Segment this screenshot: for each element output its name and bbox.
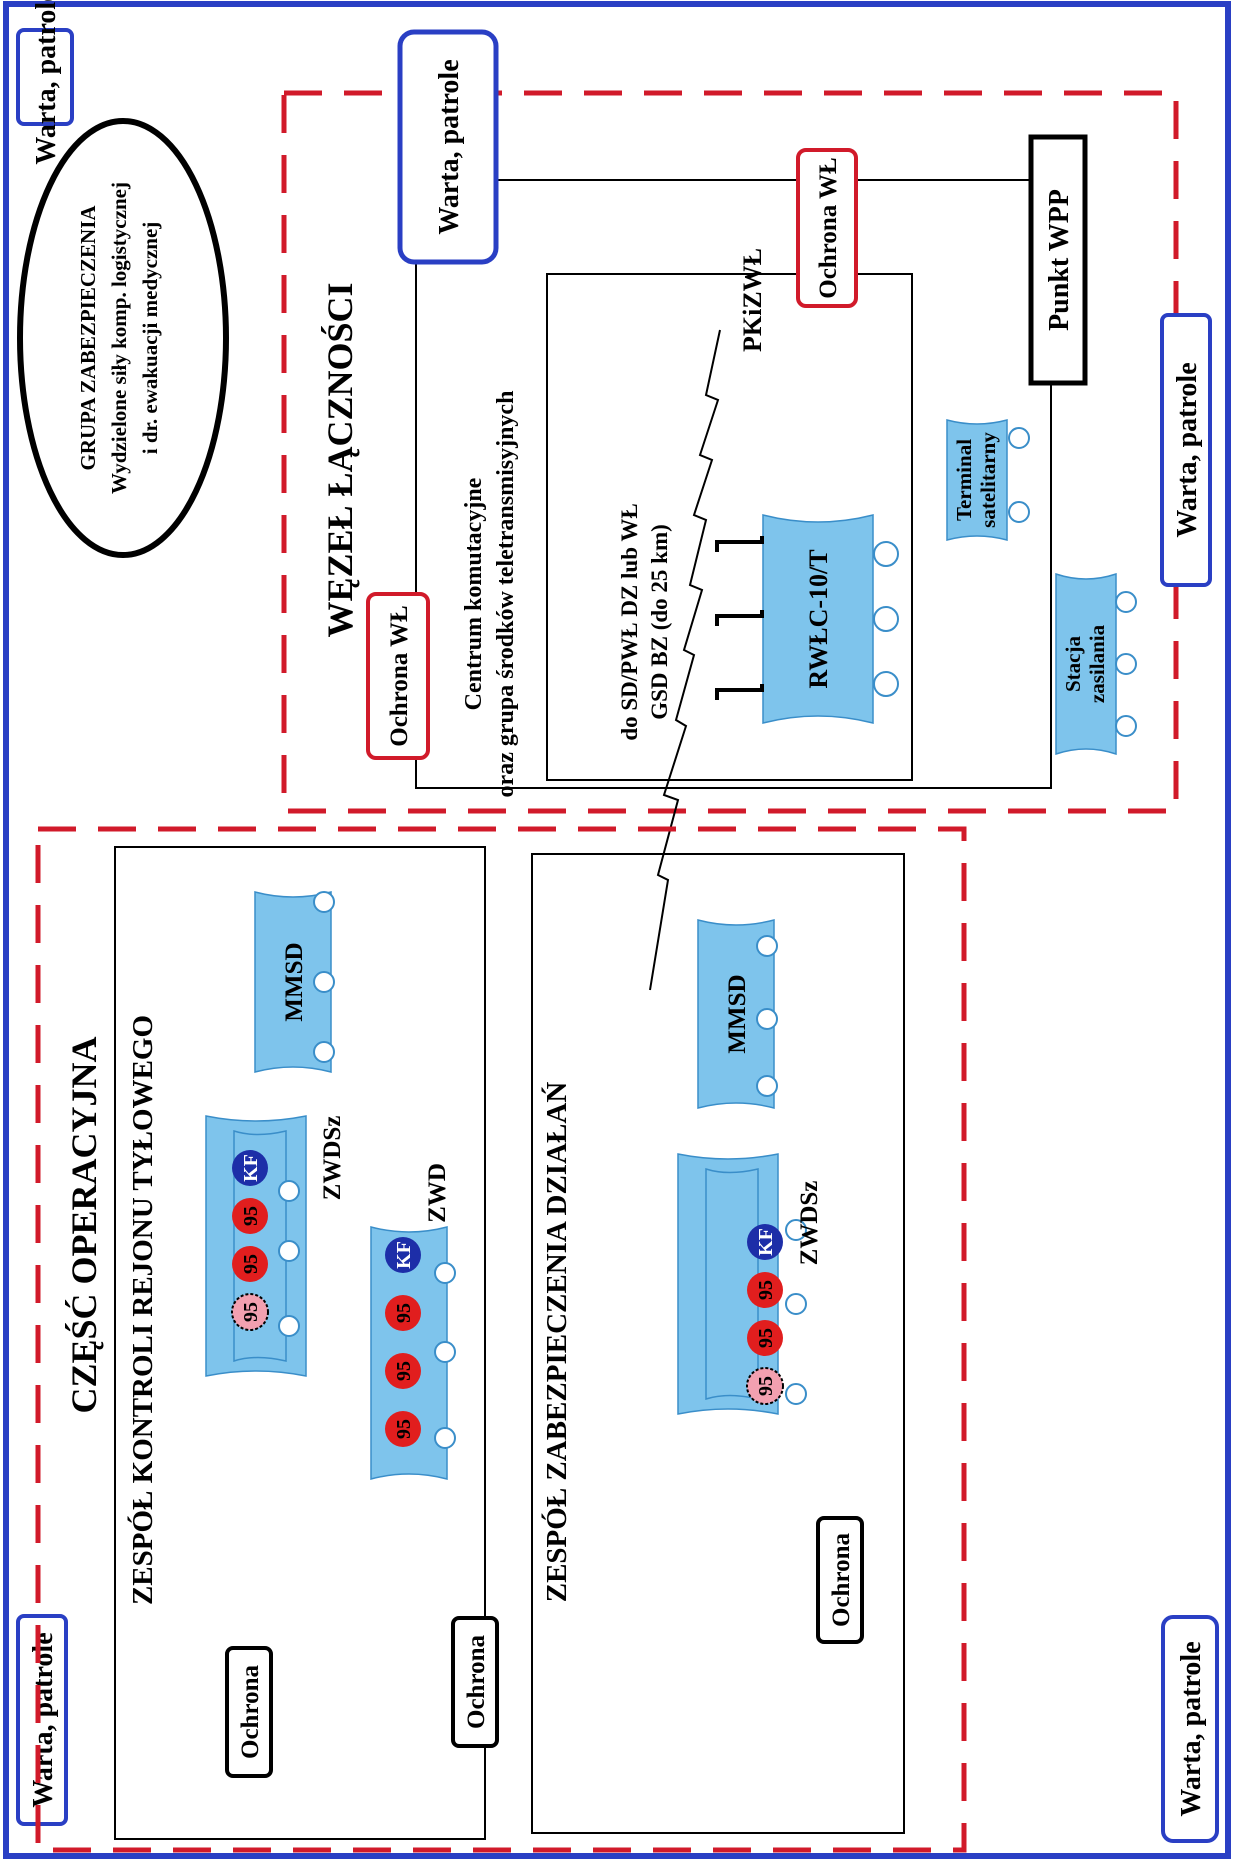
guard-label: Warta, patrole xyxy=(434,59,465,234)
zwd-rear: KF 95 95 95 xyxy=(370,1226,456,1480)
kf-badge: KF xyxy=(755,1228,777,1256)
badge-95: 95 xyxy=(393,1419,415,1439)
link-label: do SD/PWŁ DZ lub WŁ GSD BZ (do 25 km) xyxy=(617,503,672,740)
radio-relay-station: RWŁC-10/T xyxy=(762,514,899,724)
radio-link-line xyxy=(654,330,699,470)
zwdsz-ops-label-wrap: ZWDSz xyxy=(796,1181,823,1266)
guard-label: Warta, patrole xyxy=(31,0,62,165)
comm-node-area xyxy=(281,90,1179,814)
rear-team-title: ZESPÓŁ KONTROLI REJONU TYŁOWEGO xyxy=(126,1015,159,1605)
support-group-line3: i dr. ewakuacji medycznej xyxy=(138,222,162,455)
switching-center-label: Centrum komutacyjne oraz grupa środków t… xyxy=(461,391,519,798)
node-protection-label: Ochrona WŁ xyxy=(386,605,413,746)
mmsd-label: MMSD xyxy=(281,942,308,1021)
wpp-point-label: Punkt WPP xyxy=(1044,189,1075,331)
satellite-line1: Terminal xyxy=(952,439,976,521)
operational-title-wrap: CZĘŚĆ OPERACYJNA xyxy=(64,1036,104,1413)
protection-box-ops: Ochrona xyxy=(816,1516,864,1644)
ops-team-title-wrap: ZESPÓŁ ZABEZPIECZENIA DZIAŁAŃ xyxy=(540,1082,573,1603)
mmsd-rear: MMSD xyxy=(254,891,335,1073)
badge-95: 95 xyxy=(240,1302,262,1322)
guard-box-node-right: Warta, patrole xyxy=(1160,313,1212,587)
zwd-label-wrap: ZWD xyxy=(424,1163,451,1223)
support-group-title: GRUPA ZABEZPIECZENIA xyxy=(76,205,100,471)
satellite-line2: satelitarny xyxy=(976,432,1000,528)
zwdsz-label: ZWDSz xyxy=(796,1181,823,1266)
pkizwl-box xyxy=(546,273,913,781)
zwdsz-rear: KF 95 95 95 xyxy=(205,1115,307,1377)
badge-95: 95 xyxy=(240,1254,262,1274)
wpp-point-box: Punkt WPP xyxy=(1028,134,1088,386)
guard-box-bottom-left: Warta, patrole xyxy=(1161,1615,1219,1843)
outer-frame xyxy=(3,1,1231,1859)
protection-box-between: Ochrona xyxy=(451,1616,499,1748)
protection-label: Ochrona xyxy=(237,1665,264,1759)
guard-label: Warta, patrole xyxy=(28,1632,59,1807)
switching-center-line2: oraz grupa środków teletransmisyjnych xyxy=(493,391,519,798)
satellite-terminal: Terminal satelitarny xyxy=(946,419,1030,541)
comm-node-title-wrap: WĘZEŁ ŁĄCZNOŚCI xyxy=(320,282,360,637)
switching-center-box xyxy=(415,179,1052,789)
power-line2: zasilania xyxy=(1085,624,1109,703)
node-protection-box-left: Ochrona WŁ xyxy=(366,592,430,760)
protection-label: Ochrona xyxy=(828,1533,855,1627)
badge-95: 95 xyxy=(393,1361,415,1381)
operational-title: CZĘŚĆ OPERACYJNA xyxy=(64,1036,104,1413)
protection-box-rear: Ochrona xyxy=(225,1646,273,1778)
power-line1: Stacja xyxy=(1061,636,1085,692)
badge-95: 95 xyxy=(755,1376,777,1396)
antenna-icons xyxy=(715,536,764,700)
power-station: Stacja zasilania xyxy=(1055,572,1137,756)
node-protection-box-right: Ochrona WŁ xyxy=(796,148,858,308)
pkizwl-label: PKiZWŁ xyxy=(738,248,767,352)
support-group-line2: Wydzielone siły komp. logistycznej xyxy=(107,182,131,494)
zwdsz-rear-label-wrap: ZWDSz xyxy=(319,1116,346,1201)
guard-label: Warta, patrole xyxy=(1172,362,1203,537)
zwdsz-ops: KF 95 95 95 xyxy=(677,1153,807,1415)
ops-team-box xyxy=(531,853,905,1834)
guard-box-top-right: Warta, patrole xyxy=(16,0,74,165)
kf-badge: KF xyxy=(393,1241,415,1269)
badge-95: 95 xyxy=(755,1328,777,1348)
ops-team-title: ZESPÓŁ ZABEZPIECZENIA DZIAŁAŃ xyxy=(540,1082,573,1603)
radio-link-zigzag xyxy=(649,329,721,991)
badge-95: 95 xyxy=(240,1206,262,1226)
badge-95: 95 xyxy=(755,1280,777,1300)
comm-node-title: WĘZEŁ ŁĄCZNOŚCI xyxy=(320,282,360,637)
mmsd-label: MMSD xyxy=(724,974,751,1053)
mmsd-ops: MMSD xyxy=(697,919,778,1109)
zwdsz-label: ZWDSz xyxy=(319,1116,346,1201)
rear-team-title-wrap: ZESPÓŁ KONTROLI REJONU TYŁOWEGO xyxy=(126,1015,159,1605)
rear-team-box xyxy=(114,846,486,1840)
radio-relay-label: RWŁC-10/T xyxy=(804,549,833,688)
badge-95: 95 xyxy=(393,1303,415,1323)
protection-label: Ochrona xyxy=(463,1635,490,1729)
switching-center-line1: Centrum komutacyjne xyxy=(461,477,487,710)
zwd-label: ZWD xyxy=(424,1163,451,1223)
node-protection-label: Ochrona WŁ xyxy=(815,157,842,298)
pkizwl-label-wrap: PKiZWŁ xyxy=(738,248,767,352)
kf-badge: KF xyxy=(240,1154,262,1182)
guard-label: Warta, patrole xyxy=(1176,1641,1207,1816)
link-line2: GSD BZ (do 25 km) xyxy=(647,524,672,720)
operational-area xyxy=(35,826,967,1853)
support-group: GRUPA ZABEZPIECZENIA Wydzielone siły kom… xyxy=(17,118,229,558)
guard-box-comm-node: Warta, patrole xyxy=(397,29,499,265)
guard-box-top-left: Warta, patrole xyxy=(16,1614,68,1826)
link-line1: do SD/PWŁ DZ lub WŁ xyxy=(617,503,642,740)
